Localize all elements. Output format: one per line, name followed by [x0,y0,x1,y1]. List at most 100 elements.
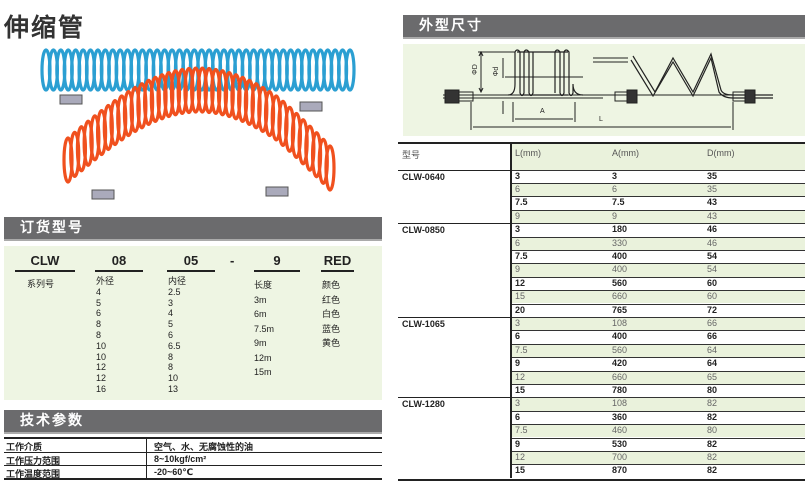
cell-l: 3 [515,398,521,409]
cell-d: 72 [707,304,718,315]
id-value: 8 [168,362,174,373]
cell-a: 180 [612,224,628,235]
blue-hose-coupler [59,94,83,105]
tech-value: 空气、水、无腐蚀性的油 [154,442,254,452]
cell-d: 60 [707,277,718,288]
od-label: 外径 [96,276,115,286]
orange-hose-coupler [91,189,115,200]
cell-d: 80 [707,384,718,395]
cell-d: 82 [707,438,718,449]
code-color: RED [321,253,354,272]
cell-a: 660 [612,371,628,382]
hose-dimension-diagram [443,49,773,130]
cell-a: 765 [612,304,628,315]
cell-d: 43 [707,197,718,208]
cell-l: 15 [515,291,526,302]
id-value: 6 [168,329,174,340]
cell-d: 60 [707,291,718,302]
cell-a: 400 [612,331,628,342]
cell-a: 400 [612,264,628,275]
order-section-header: 订货型号 [4,217,382,241]
cell-l: 20 [515,304,526,315]
code-od: 08 [95,253,143,272]
cell-a: 660 [612,291,628,302]
tech-row: 工作温度范围-20~60℃ [4,465,382,479]
cell-l: 12 [515,277,526,288]
tech-value: -20~60℃ [154,467,194,477]
table-row: 7.5 7.5 43 [398,196,805,211]
cell-d: 82 [707,451,718,462]
cell-l: 9 [515,264,521,275]
cell-l: 9 [515,438,521,449]
length-value: 9m [254,338,267,348]
id-value: 6.5 [168,340,181,351]
tech-value: 8~10kgf/cm² [154,454,207,464]
cell-a: 420 [612,358,628,369]
cell-d: 35 [707,170,718,181]
length-value: 7.5m [254,323,275,334]
color-label: 颜色 [322,280,341,290]
page-title: 伸缩管 [4,13,86,42]
code-separator: - [230,253,235,268]
od-dimension-label: ΦD [471,64,479,75]
code-id: 05 [167,253,215,272]
cell-a: 108 [612,317,628,328]
id-value: 8 [168,351,174,362]
id-value: 10 [168,373,179,384]
l-dimension-label: L [599,116,603,123]
cell-d: 82 [707,411,718,422]
cell-l: 7.5 [515,197,528,208]
cell-d: 82 [707,398,718,409]
cell-d: 64 [707,344,718,355]
od-value: 12 [96,373,107,384]
tech-param: 工作压力范围 [6,456,61,466]
tech-section-header: 技术参数 [4,410,382,434]
cell-l: 3 [515,317,521,328]
dims-section-header: 外型尺寸 [403,15,805,39]
cell-a: 400 [612,250,628,261]
table-row: 20 765 72 [398,303,805,318]
od-value: 8 [96,319,102,330]
model-name: CLW-1065 [402,318,445,329]
group-divider [398,169,511,171]
cell-a: 330 [612,237,628,248]
id-value: 2.5 [168,286,181,297]
tech-divider [146,453,147,466]
cell-d: 64 [707,358,718,369]
tech-row: 工作压力范围 8~10kgf/cm² [4,452,382,466]
col-model: 型号 [402,150,421,160]
hose-product-photo [40,48,356,200]
table-bottom-rule [398,479,805,481]
cell-a: 780 [612,384,628,395]
cell-d: 65 [707,371,718,382]
code-length: 9 [254,253,300,272]
series-label: 系列号 [27,279,55,289]
cell-a: 7.5 [612,197,625,208]
cell-a: 3 [612,170,618,181]
cell-l: 6 [515,237,521,248]
od-value: 5 [96,297,102,308]
cell-d: 43 [707,210,718,221]
table-row: 3 108 66 [398,316,805,331]
color-value: 白色 [322,309,341,319]
cell-d: 66 [707,317,718,328]
length-value: 12m [254,352,272,363]
cell-a: 360 [612,411,628,422]
id-label: 内径 [168,276,187,286]
cell-a: 700 [612,451,628,462]
